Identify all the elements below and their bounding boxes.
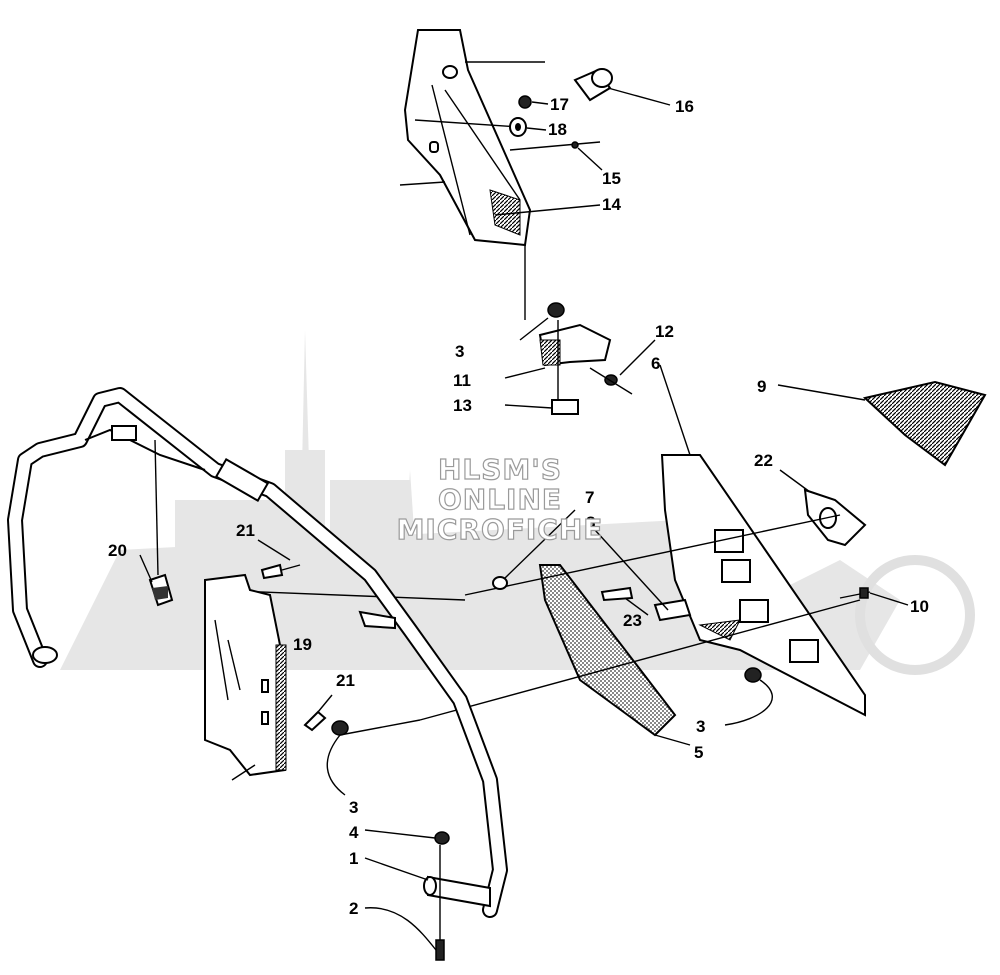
bolt-part-12 — [589, 339, 656, 395]
callout-21-upper: 21 — [236, 521, 255, 540]
nut-part-3-upper — [519, 302, 565, 341]
pin-part-23 — [600, 586, 649, 616]
callout-23: 23 — [623, 611, 642, 630]
callout-9: 9 — [757, 377, 766, 396]
screw-part-21-lower — [303, 694, 333, 732]
panel-part-5 — [538, 564, 691, 746]
plate-part-13 — [504, 399, 579, 415]
bracket-part-11 — [504, 320, 612, 410]
callout-15: 15 — [602, 169, 621, 188]
callout-3-right: 3 — [696, 717, 705, 736]
watermark-wheel — [855, 555, 975, 675]
nut-part-17 — [518, 95, 549, 109]
bolt-part-2 — [364, 845, 445, 961]
nut-part-4 — [364, 829, 450, 845]
callout-5: 5 — [694, 743, 703, 762]
handlebar-tube — [7, 387, 508, 918]
callout-21-lower: 21 — [336, 671, 355, 690]
callout-3-lower: 3 — [349, 798, 358, 817]
callout-16: 16 — [675, 97, 694, 116]
panel-part-19 — [204, 573, 287, 781]
callout-labels: 16 17 18 15 14 12 3 6 11 9 13 22 7 8 21 … — [108, 95, 929, 918]
callout-10: 10 — [910, 597, 929, 616]
callout-14: 14 — [602, 195, 621, 214]
callout-6: 6 — [651, 354, 660, 373]
callout-4: 4 — [349, 823, 359, 842]
callout-12: 12 — [655, 322, 674, 341]
upper-bracket-plate — [399, 29, 545, 247]
callout-19: 19 — [293, 635, 312, 654]
bolt-part-15 — [509, 141, 603, 171]
watermark-line-2: ONLINE — [437, 483, 563, 516]
nut-part-3-left — [326, 720, 349, 796]
washer-part-7 — [492, 509, 576, 590]
bushing-part-16 — [573, 68, 671, 106]
bolt-part-10 — [839, 587, 909, 606]
washer-part-18 — [509, 117, 547, 137]
callout-1: 1 — [349, 849, 358, 868]
bracket-part-22 — [779, 469, 867, 547]
sleeve-part-1 — [364, 857, 491, 908]
screw-part-21-upper — [257, 539, 301, 580]
callout-20: 20 — [108, 541, 127, 560]
clip-part-20 — [139, 439, 174, 607]
watermark-line-1: HLSM'S — [437, 453, 563, 486]
callout-18: 18 — [548, 120, 567, 139]
watermark-line-3: MICROFICHE — [396, 513, 604, 546]
callout-17: 17 — [550, 95, 569, 114]
watermark-text: HLSM'S ONLINE MICROFICHE — [390, 453, 610, 546]
callout-7: 7 — [585, 488, 594, 507]
callout-22: 22 — [754, 451, 773, 470]
callout-3-upper: 3 — [455, 342, 464, 361]
nut-part-3-right — [724, 667, 773, 726]
callout-8: 8 — [586, 513, 595, 532]
callout-13: 13 — [453, 396, 472, 415]
part-9-panel — [777, 380, 987, 467]
callout-2: 2 — [349, 899, 358, 918]
pin-part-8 — [594, 529, 692, 622]
mounting-plate-part-6 — [659, 364, 866, 717]
callout-11: 11 — [453, 371, 471, 390]
